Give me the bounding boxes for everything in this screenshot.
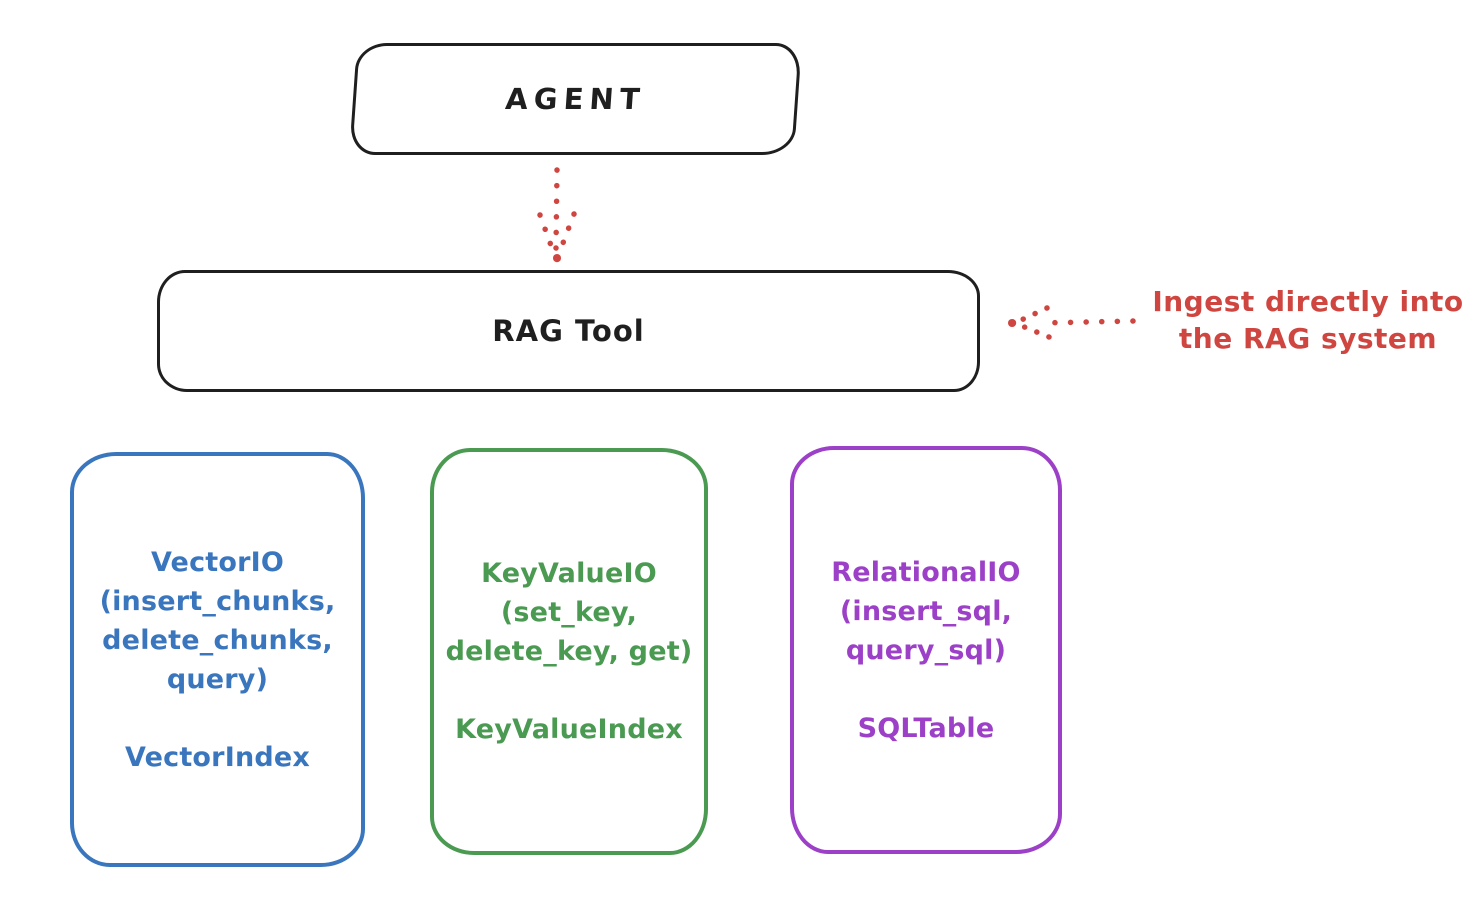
agent-node-label: AGENT — [504, 82, 647, 116]
vector-io-methods-line1: (insert_chunks, — [99, 585, 336, 617]
agent-to-rag-arrow — [537, 167, 577, 263]
keyvalue-io-box: KeyValueIO (set_key, delete_key, get) Ke… — [430, 448, 708, 855]
keyvalue-index-label: KeyValueIndex — [455, 714, 683, 745]
vector-io-title: VectorIO — [150, 546, 285, 578]
relational-io-title: RelationalIO — [831, 556, 1021, 588]
keyvalue-io-methods-line1: (set_key, — [500, 597, 638, 628]
relational-io-methods-line2: query_sql) — [845, 634, 1007, 666]
vector-io-box: VectorIO (insert_chunks, delete_chunks, … — [70, 452, 365, 867]
vector-io-methods-line3: query) — [166, 663, 269, 695]
ingest-annotation: Ingest directly into the RAG system — [1138, 283, 1478, 357]
relational-io-methods-line1: (insert_sql, — [839, 595, 1013, 627]
rag-tool-node: RAG Tool — [157, 270, 980, 392]
sql-table-label: SQLTable — [857, 712, 995, 744]
relational-io-box: RelationalIO (insert_sql, query_sql) SQL… — [790, 446, 1062, 854]
vector-io-methods-line2: delete_chunks, — [102, 624, 333, 656]
keyvalue-io-methods-line2: delete_key, get) — [445, 636, 693, 667]
keyvalue-io-title: KeyValueIO — [481, 558, 657, 589]
agent-node: AGENT — [349, 43, 802, 155]
vector-index-label: VectorIndex — [124, 741, 311, 773]
rag-tool-node-label: RAG Tool — [492, 314, 645, 348]
ingest-annotation-line1: Ingest directly into — [1152, 285, 1464, 318]
ingest-annotation-arrow — [1008, 305, 1136, 340]
ingest-annotation-line2: the RAG system — [1178, 322, 1438, 355]
